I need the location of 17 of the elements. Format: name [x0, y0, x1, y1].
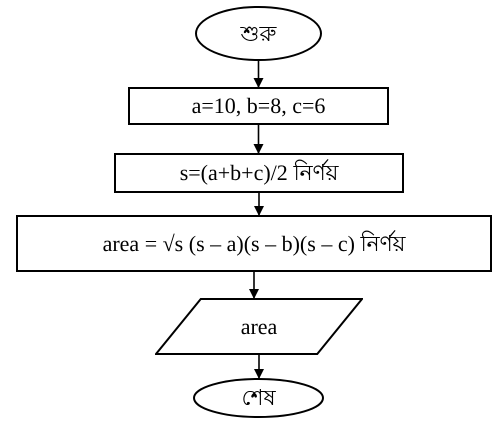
- node-text: area = √s (s – a)(s – b)(s – c) নির্ণয়: [102, 230, 406, 258]
- process-box: [128, 87, 389, 125]
- node-text: শেষ: [242, 384, 276, 412]
- process-box: [114, 153, 404, 193]
- arrow: [249, 272, 259, 299]
- io-parallelogram: [155, 298, 363, 355]
- arrow: [254, 61, 264, 88]
- arrow: [254, 355, 264, 379]
- process-box: [16, 215, 492, 272]
- arrow: [254, 125, 264, 154]
- arrow: [254, 193, 264, 216]
- node-text: a=10, b=8, c=6: [192, 92, 326, 120]
- terminal-ellipse: [193, 378, 324, 418]
- terminal-ellipse: [195, 6, 322, 61]
- node-text: শুরু: [240, 20, 276, 48]
- node-text: area: [240, 312, 278, 340]
- node-text: s=(a+b+c)/2 নির্ণয়: [180, 159, 338, 187]
